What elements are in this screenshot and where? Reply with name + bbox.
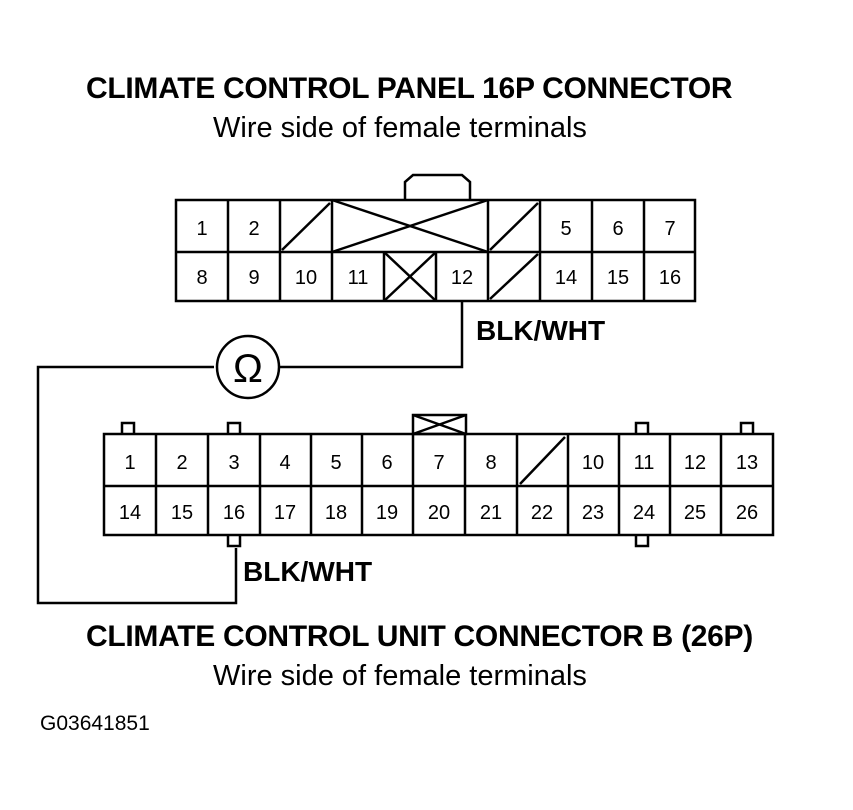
terminal-number: 24 [633, 502, 655, 524]
terminal-number: 7 [664, 218, 675, 240]
terminal-number: 6 [612, 218, 623, 240]
terminal-number: 1 [196, 218, 207, 240]
figure-id: G03641851 [40, 712, 150, 735]
terminal-number: 5 [560, 218, 571, 240]
terminal-number: 23 [582, 502, 604, 524]
connector-26p-title: CLIMATE CONTROL UNIT CONNECTOR B (26P) [86, 620, 753, 653]
terminal-number: 10 [295, 267, 317, 289]
terminal-number: 2 [176, 452, 187, 474]
connector-16p-row1: 1 2 5 6 7 [196, 218, 675, 240]
terminal-number: 11 [634, 452, 655, 474]
terminal-number: 6 [381, 452, 392, 474]
connector-26p-row1: 1 2 3 4 5 6 7 8 10 11 12 13 [124, 452, 758, 474]
terminal-number: 7 [433, 452, 444, 474]
terminal-number: 14 [119, 502, 141, 524]
terminal-number: 20 [428, 502, 450, 524]
empty-cavity-mark [519, 436, 566, 485]
ohm-meter-circle [215, 334, 281, 400]
terminal-number: 15 [171, 502, 193, 524]
terminal-number: 3 [228, 452, 239, 474]
terminal-number: 19 [376, 502, 398, 524]
terminal-number: 11 [348, 267, 369, 289]
terminal-number: 17 [274, 502, 296, 524]
terminal-number: 16 [223, 502, 245, 524]
terminal-number: 1 [124, 452, 135, 474]
connector-26p-body [102, 413, 775, 548]
connector-16p-title: CLIMATE CONTROL PANEL 16P CONNECTOR [86, 72, 733, 105]
terminal-number: 21 [480, 502, 502, 524]
empty-cavity-mark [489, 253, 539, 300]
terminal-number: 4 [279, 452, 290, 474]
connector-16p-subtitle: Wire side of female terminals [213, 112, 587, 144]
terminal-number: 12 [684, 452, 706, 474]
connector-16p-row2: 8 9 10 11 12 14 15 16 [196, 267, 681, 289]
terminal-number: 13 [736, 452, 758, 474]
terminal-number: 22 [531, 502, 553, 524]
terminal-number: 9 [248, 267, 259, 289]
ohm-symbol: Ω [233, 347, 263, 391]
connector-26p-row2: 14 15 16 17 18 19 20 21 22 23 24 25 26 [119, 502, 758, 524]
terminal-number: 18 [325, 502, 347, 524]
blocked-cavity-mark [331, 198, 489, 254]
test-lead-wire [36, 301, 464, 605]
empty-cavity-mark [281, 202, 331, 251]
terminal-number: 5 [330, 452, 341, 474]
connector-26p-subtitle: Wire side of female terminals [213, 660, 587, 692]
terminal-number: 8 [196, 267, 207, 289]
terminal-number: 15 [607, 267, 629, 289]
terminal-number: 10 [582, 452, 604, 474]
terminal-number: 2 [248, 218, 259, 240]
empty-cavity-mark [489, 202, 539, 251]
terminal-number: 12 [451, 267, 473, 289]
wire-label-26p: BLK/WHT [243, 556, 373, 587]
terminal-number: 16 [659, 267, 681, 289]
wire-label-16p: BLK/WHT [476, 315, 606, 346]
connector-16p-body [174, 173, 697, 303]
terminal-number: 14 [555, 267, 577, 289]
blocked-cavity-mark [383, 251, 437, 302]
terminal-number: 25 [684, 502, 706, 524]
terminal-number: 26 [736, 502, 758, 524]
terminal-number: 8 [485, 452, 496, 474]
